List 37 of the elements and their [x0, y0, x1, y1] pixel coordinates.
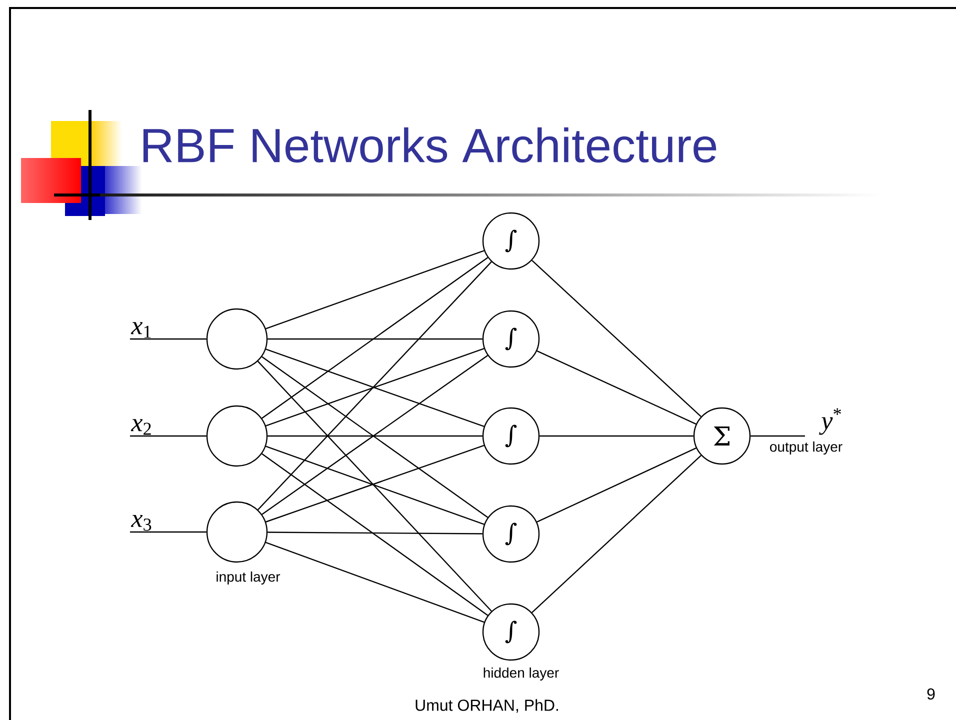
connection-line — [540, 435, 694, 437]
input-neuron — [206, 308, 268, 370]
input-neuron — [206, 405, 268, 467]
connection-line — [532, 455, 702, 613]
connection-line — [258, 261, 492, 510]
page-number: 9 — [927, 688, 935, 700]
connection-line — [268, 532, 482, 534]
connection-line — [130, 531, 206, 533]
connection-line — [262, 257, 488, 419]
connection-line — [268, 338, 482, 340]
slide-title: RBF Networks Architecture — [143, 127, 716, 163]
hidden-neuron: ∫ — [482, 505, 540, 563]
summation-neuron: Σ — [693, 407, 751, 465]
connection-line — [532, 260, 702, 418]
layer-label: input layer — [216, 571, 280, 585]
connection-line — [536, 350, 696, 425]
variable-label: x$_{1}$ — [130, 322, 151, 338]
hidden-neuron: ∫ — [482, 310, 540, 368]
variable-label: y$^{*}$ — [819, 408, 841, 435]
hidden-neuron: ∫ — [482, 212, 540, 270]
hidden-neuron: ∫ — [482, 407, 540, 465]
connection-line — [750, 435, 805, 437]
connection-line — [266, 250, 484, 330]
connection-line — [268, 435, 482, 437]
layer-label: output layer — [770, 441, 842, 455]
hidden-neuron: ∫ — [482, 603, 540, 661]
input-neuron — [206, 501, 268, 563]
connection-line — [130, 338, 206, 340]
connection-line — [536, 448, 696, 522]
connection-line — [262, 453, 488, 616]
variable-label: x$_{2}$ — [130, 419, 151, 435]
variable-label: x$_{3}$ — [130, 514, 152, 531]
connection-line — [257, 360, 492, 612]
connection-line — [266, 542, 484, 623]
connection-line — [130, 435, 206, 437]
layer-label: hidden layer — [484, 667, 559, 681]
author-name: Umut ORHAN, PhD. — [416, 699, 558, 713]
